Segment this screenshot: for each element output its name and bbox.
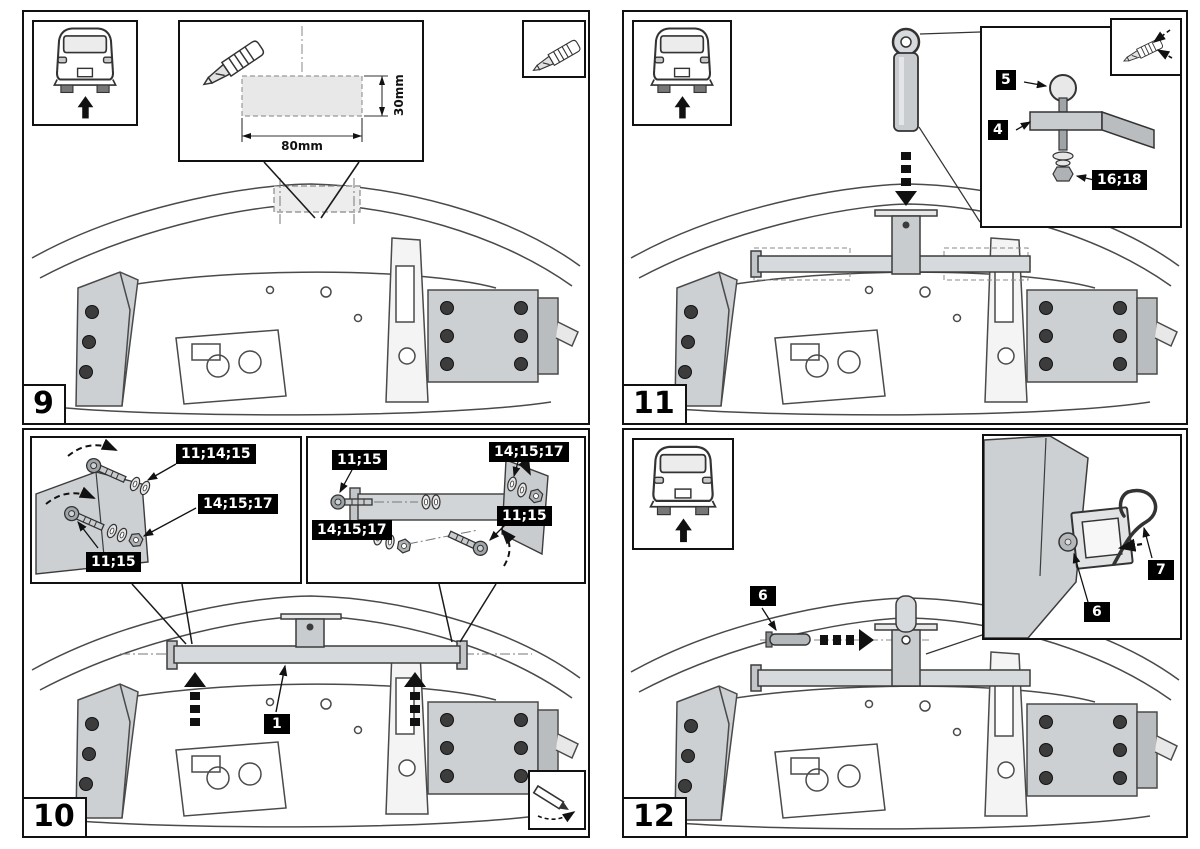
washer-part xyxy=(421,494,431,510)
knife-cut-direction-icon xyxy=(1121,29,1173,66)
car-position-box xyxy=(32,20,138,126)
callout-pin: 6 xyxy=(750,586,776,606)
callout-left-middle: 14;15;17 xyxy=(198,494,278,514)
washer-part xyxy=(1055,159,1071,167)
step10-drawing xyxy=(31,583,581,828)
utility-knife-icon xyxy=(529,38,582,76)
install-direction-arrow-icon xyxy=(895,152,917,206)
install-direction-arrow-icon xyxy=(184,672,206,726)
callout-right-right: 11;15 xyxy=(497,506,552,526)
callout-left-bottom: 11;15 xyxy=(86,552,141,572)
car-position-box xyxy=(632,438,734,550)
callout-clip: 7 xyxy=(1148,560,1174,580)
step-number-12: 12 xyxy=(624,796,687,836)
car-rear-view-icon xyxy=(649,445,717,544)
panel-step-9: 80mm 30mm 9 xyxy=(22,10,590,425)
receiver-tube xyxy=(874,209,938,275)
callout-right-bottom-left: 14;15;17 xyxy=(312,520,392,540)
step-number-10: 10 xyxy=(24,796,87,836)
car-rear-view-icon xyxy=(650,27,714,120)
panel-step-12: 6 7 6 12 xyxy=(622,428,1188,838)
callout-right-top-right: 14;15;17 xyxy=(489,442,569,462)
cutout-dimensions-box: 80mm 30mm xyxy=(178,20,424,162)
callout-washer-nut: 16;18 xyxy=(1092,170,1147,190)
hitch-ball xyxy=(1049,74,1077,113)
cutout-diagram xyxy=(198,26,388,142)
car-position-box xyxy=(632,20,732,126)
fastener-diagram-left xyxy=(35,438,197,575)
step-number-9: 9 xyxy=(24,383,66,423)
cut-area-marking xyxy=(273,185,361,213)
car-rear-view-icon xyxy=(53,27,117,120)
callout-crossbar-part: 1 xyxy=(264,714,290,734)
callout-ball: 5 xyxy=(996,70,1016,90)
dimension-label-width: 80mm xyxy=(281,139,323,153)
washer-part xyxy=(137,479,153,497)
ballmount-diagram xyxy=(1015,74,1155,182)
step-number-11: 11 xyxy=(624,383,687,423)
callout-right-top-left: 11;15 xyxy=(332,450,387,470)
marking-caution-box xyxy=(528,770,586,830)
receiver-bracket xyxy=(984,436,1089,638)
bumper-underside-drawing xyxy=(31,183,581,416)
step11-drawing xyxy=(630,27,1180,416)
crossbar-end xyxy=(357,493,507,521)
step12-drawing xyxy=(630,595,1180,830)
nut-part xyxy=(1052,166,1074,182)
marking-tool-icon xyxy=(532,784,576,823)
washer-part xyxy=(1052,151,1074,161)
knife-tool-box xyxy=(522,20,586,78)
fastener-detail-box-left xyxy=(30,436,302,584)
step9-drawing xyxy=(31,161,581,416)
hitch-shank xyxy=(891,27,921,132)
washer-part xyxy=(431,494,441,510)
pin-diagram xyxy=(984,436,1158,638)
pin-detail-box xyxy=(982,434,1182,640)
knife-caution-box xyxy=(1110,18,1182,76)
panel-step-11: 5 4 16;18 11 xyxy=(622,10,1188,425)
ball-mount xyxy=(1029,110,1155,150)
dimension-label-height: 30mm xyxy=(392,74,406,116)
panel-step-10: 11;14;15 14;15;17 11;15 xyxy=(22,428,590,838)
callout-left-top: 11;14;15 xyxy=(176,444,256,464)
nut-part xyxy=(396,537,412,555)
callout-pin-detail: 6 xyxy=(1084,602,1110,622)
receiver-tube xyxy=(280,613,342,648)
callout-ball-mount: 4 xyxy=(988,120,1008,140)
receiver-tube xyxy=(874,595,938,687)
hitch-pin xyxy=(765,631,811,648)
receiver-opening xyxy=(1070,506,1134,570)
